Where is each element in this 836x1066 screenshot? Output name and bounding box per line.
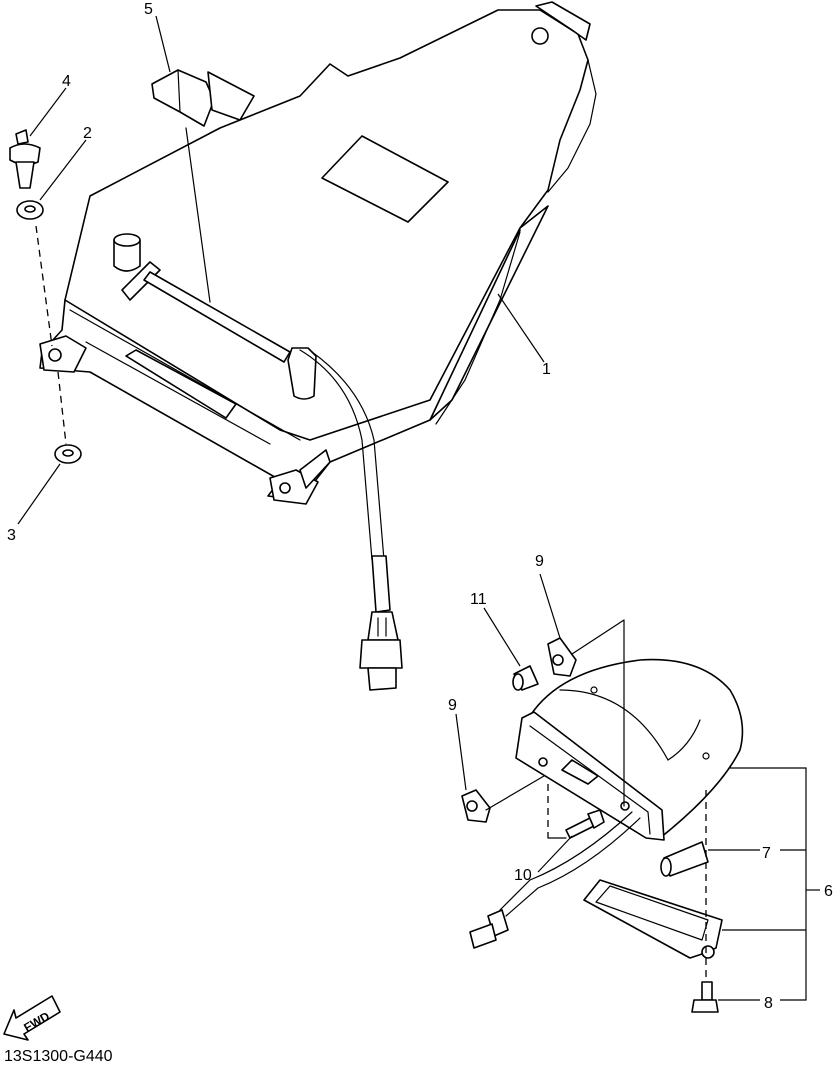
callout-3: 3 <box>7 527 16 544</box>
callout-1: 1 <box>542 361 551 378</box>
callout-5: 5 <box>144 1 153 18</box>
part-9-nut-upper <box>547 637 577 677</box>
callout-6: 6 <box>824 883 833 900</box>
callout-10: 10 <box>514 867 532 884</box>
part-10-bolt <box>565 809 605 839</box>
callout-8: 8 <box>764 995 773 1012</box>
part-7-bulb <box>660 841 709 877</box>
callout-9-upper: 9 <box>535 553 544 570</box>
fwd-arrow-icon: FWD <box>3 995 61 1041</box>
part-6-bracket-plate <box>583 879 723 959</box>
part-11-cap <box>512 665 539 691</box>
assembly-lines <box>35 127 707 980</box>
callout-2: 2 <box>83 125 92 142</box>
part-1-housing <box>39 1 597 691</box>
part-6-tail-light-assembly <box>469 658 744 949</box>
leader-lines <box>17 15 820 1001</box>
part-3-washer <box>54 444 82 464</box>
part-5-clip <box>151 69 255 127</box>
diagram-code: 13S1300-G440 <box>4 1048 113 1065</box>
part-9-nut-lower <box>461 789 491 823</box>
part-8-screw <box>691 981 719 1013</box>
part-2-washer <box>16 200 44 220</box>
part-4-bolt <box>9 129 41 189</box>
callout-11: 11 <box>470 591 487 608</box>
callout-7: 7 <box>762 845 771 862</box>
callout-9-lower: 9 <box>448 697 457 714</box>
callout-4: 4 <box>62 73 71 90</box>
